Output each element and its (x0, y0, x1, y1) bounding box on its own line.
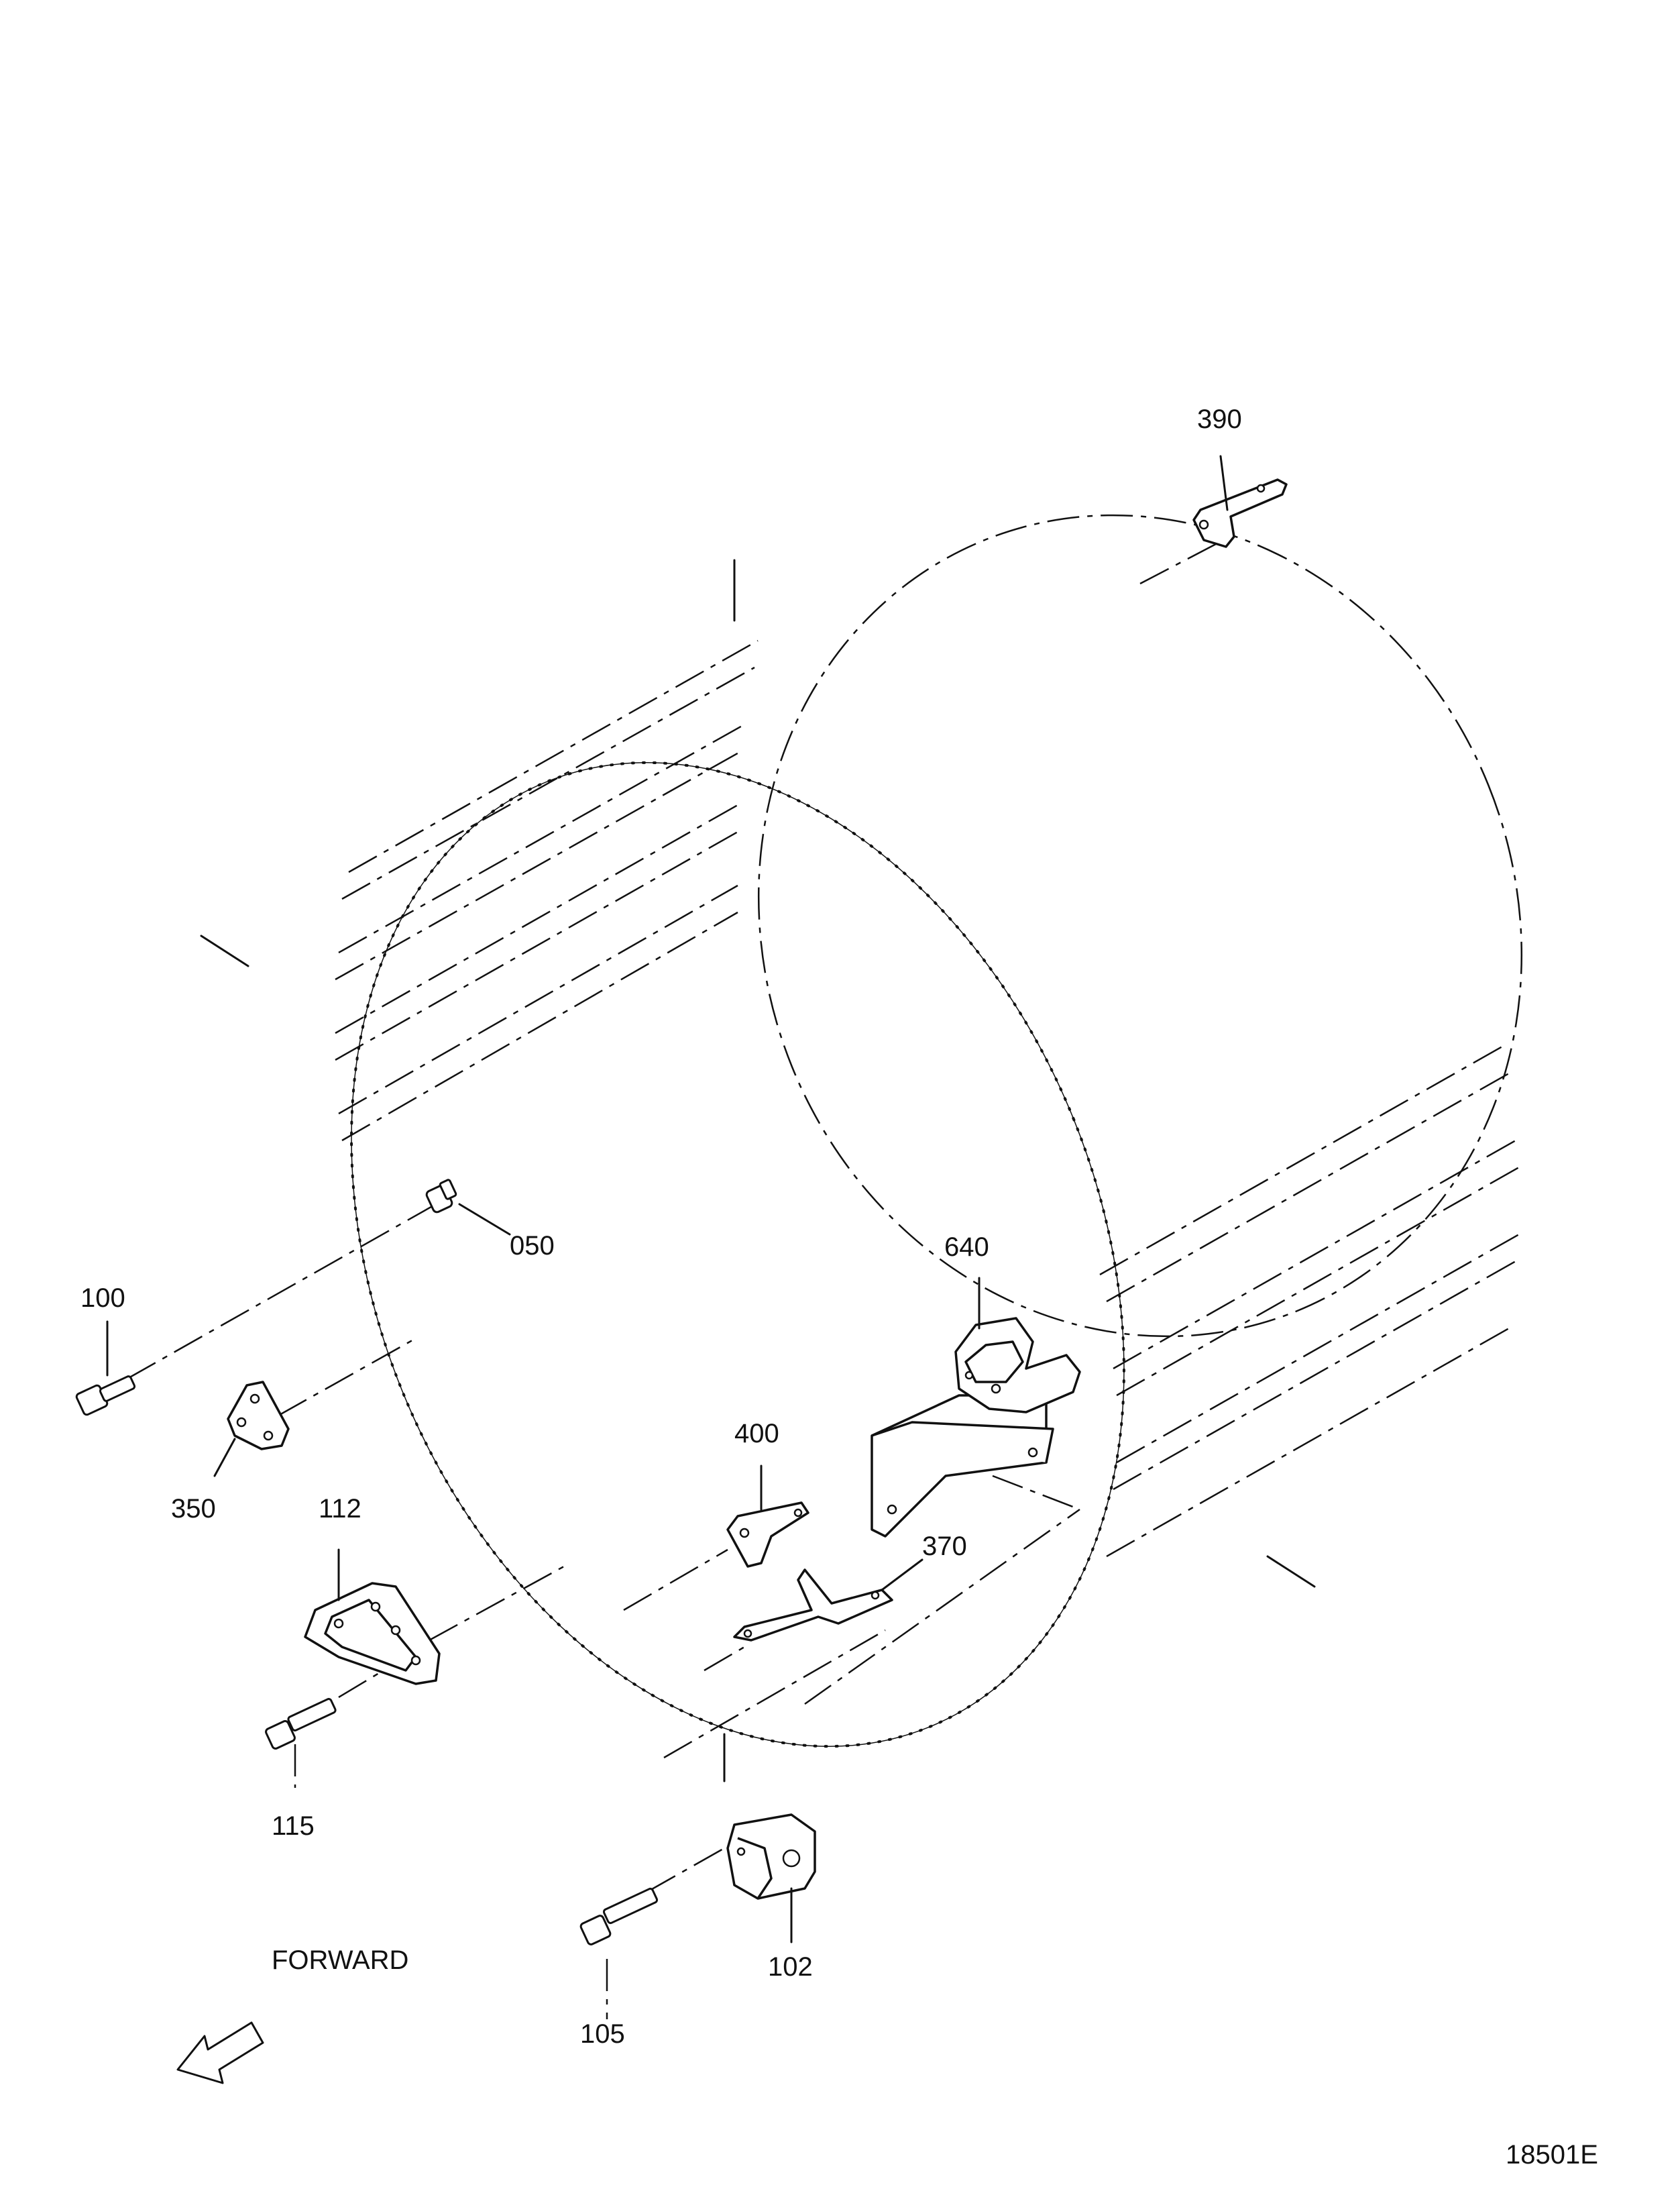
forward-label: FORWARD (272, 1945, 408, 1975)
callout-390: 390 (1197, 405, 1242, 434)
part-102-block (726, 1813, 816, 1943)
callout-115: 115 (272, 1811, 315, 1841)
forward-arrow-icon (176, 2021, 264, 2084)
part-370-strap (733, 1558, 923, 1642)
part-050-fitting (425, 1179, 511, 1236)
part-390-bracket (1192, 455, 1288, 548)
callout-640: 640 (944, 1232, 989, 1262)
part-100-bolt (75, 1320, 136, 1416)
callout-112: 112 (319, 1494, 361, 1524)
assembly-lines (127, 542, 1218, 2019)
callout-370: 370 (922, 1532, 967, 1561)
part-105-bolt (579, 1887, 659, 1945)
callout-050: 050 (510, 1231, 555, 1261)
callout-400: 400 (734, 1419, 779, 1448)
tank-body (200, 514, 1523, 1782)
part-400-bracket (726, 1464, 809, 1568)
callout-102: 102 (768, 1952, 813, 1982)
part-350-plate (213, 1381, 290, 1477)
part-115-bolt (265, 1698, 337, 1750)
part-640-bracket (871, 1277, 1081, 1538)
callout-105: 105 (580, 2019, 625, 2049)
callout-100: 100 (80, 1283, 125, 1313)
callout-350: 350 (171, 1494, 216, 1524)
figure-number: 18501E (1506, 2140, 1598, 2170)
part-112-bracket (304, 1548, 441, 1685)
